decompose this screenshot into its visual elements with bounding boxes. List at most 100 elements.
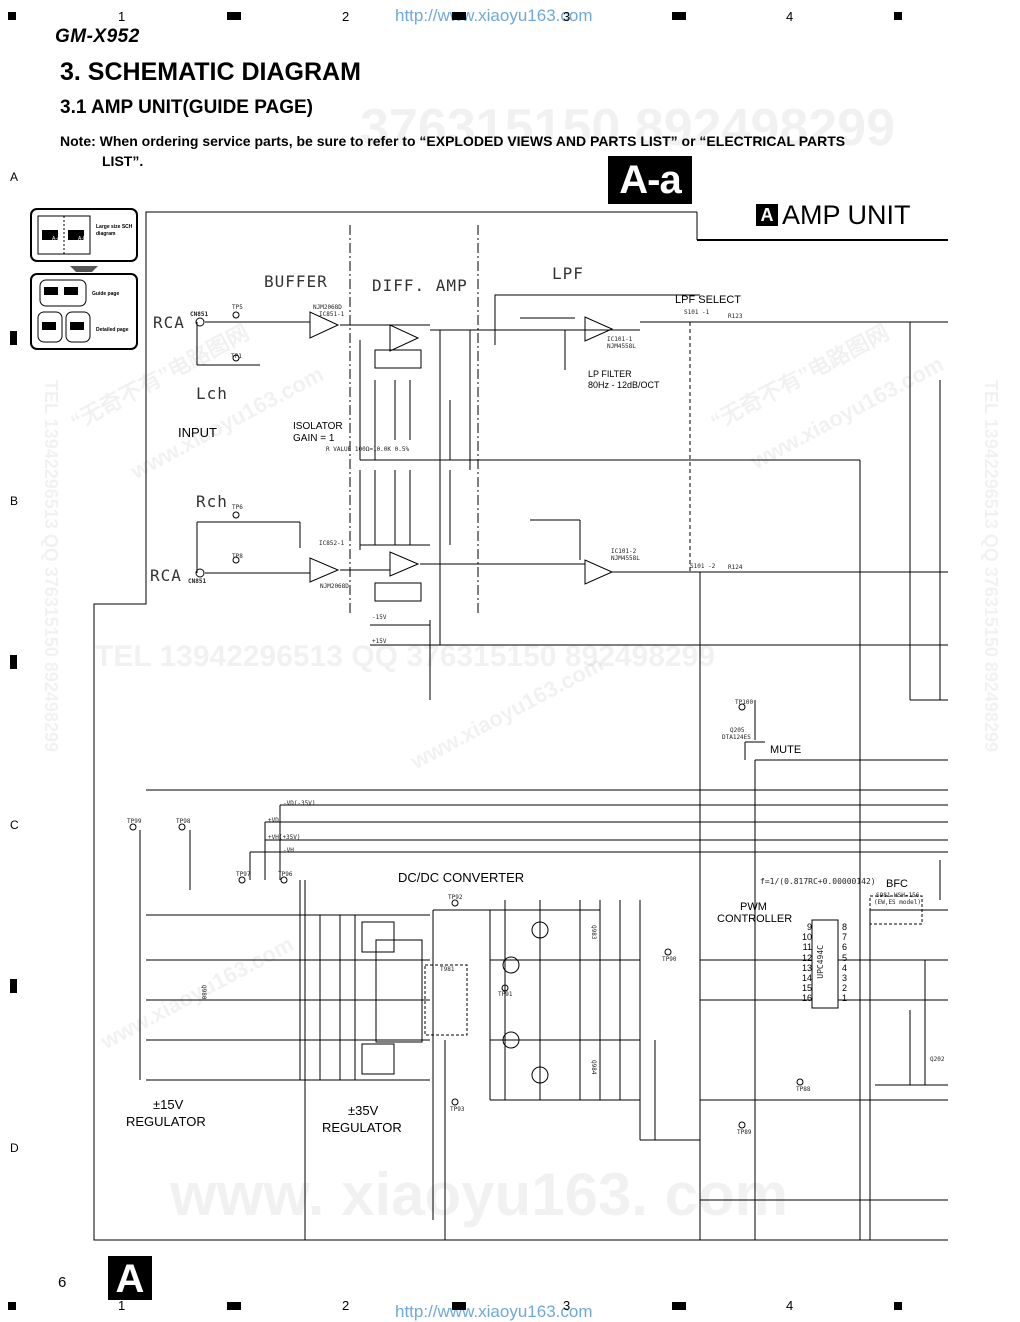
watermark: www. xiaoyu163. com bbox=[170, 1161, 789, 1228]
top-url[interactable]: http://www.xiaoyu163.com bbox=[395, 6, 593, 25]
edge-marker bbox=[672, 12, 686, 20]
bfc-label: BFC bbox=[886, 878, 908, 890]
isolator-label: ISOLATOR bbox=[293, 421, 343, 432]
row-marker bbox=[10, 655, 17, 669]
test-point-label: TP96 bbox=[278, 871, 293, 878]
pwm-ic-pins-right: 8 7 6 5 4 3 2 1 bbox=[842, 922, 852, 1004]
test-point-label: TP1 bbox=[231, 353, 242, 360]
edge-marker bbox=[894, 1302, 902, 1310]
edge-marker bbox=[452, 1302, 466, 1310]
guide-legend-graphic bbox=[30, 208, 138, 350]
row-marker bbox=[10, 979, 17, 993]
pin-number: 7 bbox=[842, 932, 848, 943]
ic-label: IC851-1 bbox=[319, 311, 345, 318]
switch-label: S101 -1 bbox=[684, 309, 710, 316]
test-point-label: TP90 bbox=[662, 956, 677, 963]
transformer-label: T981 bbox=[440, 966, 455, 973]
rail-label: +VD bbox=[268, 817, 279, 824]
test-point-label: TP100 bbox=[735, 699, 754, 706]
pin-number: 4 bbox=[842, 962, 848, 973]
edge-marker bbox=[672, 1302, 686, 1310]
column-number: 2 bbox=[342, 9, 350, 24]
pin-number: 15 bbox=[801, 983, 812, 994]
row-letter: B bbox=[10, 494, 19, 508]
ic-part: NJM4558L bbox=[607, 343, 636, 350]
switch-label: S101 -2 bbox=[690, 563, 716, 570]
lpf-select-label: LPF SELECT bbox=[675, 294, 742, 306]
guide-page-label: Guide page bbox=[92, 291, 120, 297]
rail-label: +VH(+35V) bbox=[268, 834, 301, 841]
test-point-label: TP91 bbox=[498, 991, 513, 998]
unit-letter-box: A bbox=[756, 204, 778, 226]
transistor-part: DTA124ES bbox=[722, 734, 751, 741]
watermark-vertical: TEL 13942296513 QQ 376315150 892498299 bbox=[981, 380, 1001, 752]
lp-filter-label: LP FILTER bbox=[588, 369, 632, 379]
ic-label: IC101-1 bbox=[607, 336, 633, 343]
row-letter: D bbox=[10, 1141, 19, 1155]
pin-number: 11 bbox=[802, 942, 812, 953]
row-letter: A bbox=[10, 170, 19, 184]
pwm-ic-pins-left: 9 10 11 12 13 14 15 16 bbox=[798, 922, 812, 1004]
pin-number: 6 bbox=[842, 942, 848, 953]
column-number: 3 bbox=[563, 1298, 571, 1313]
transistor-label: Q980 bbox=[200, 985, 207, 1000]
switch-note: (EW,ES model) bbox=[874, 899, 921, 906]
test-point-label: TP97 bbox=[236, 871, 251, 878]
dcdc-converter-label: DC/DC CONVERTER bbox=[398, 870, 525, 885]
input-label: INPUT bbox=[178, 425, 217, 440]
transistor-label: Q983 bbox=[590, 925, 597, 940]
regulator-15-label: REGULATOR bbox=[126, 1114, 206, 1129]
watermark: 376315150 892498299 bbox=[360, 99, 896, 157]
controller-label: CONTROLLER bbox=[717, 913, 793, 925]
edge-marker bbox=[8, 1302, 16, 1310]
switch-label: S981 HSH-156 bbox=[876, 892, 920, 899]
sheet-badge: A-a bbox=[608, 156, 692, 204]
ic-part: NJM4558L bbox=[611, 555, 640, 562]
lch-label: Lch bbox=[196, 384, 228, 403]
diff-amp-label: DIFF. AMP bbox=[372, 276, 468, 295]
rail-label: -VD(-35V) bbox=[283, 800, 316, 807]
guide-large-label: Large size SCH diagram bbox=[96, 224, 133, 237]
transistor-label: Q205 bbox=[730, 727, 745, 734]
test-point-label: TP93 bbox=[450, 1106, 465, 1113]
transistor-label: Q202 bbox=[930, 1056, 945, 1063]
row-marker bbox=[10, 331, 17, 345]
test-point-label: TP99 bbox=[127, 818, 142, 825]
resistor-label: R123 bbox=[728, 313, 743, 320]
connector-label: CN851 bbox=[188, 578, 207, 585]
watermark-vertical: TEL 13942296513 QQ 376315150 892498299 bbox=[41, 380, 61, 752]
rca-label: RCA bbox=[153, 313, 185, 332]
bfc-formula: f=1/(0.817RC+0.00000142) bbox=[760, 877, 876, 886]
edge-marker bbox=[452, 12, 466, 20]
watermark: TEL 13942296513 QQ 376315150 892498299 bbox=[95, 640, 715, 673]
lpf-label: LPF bbox=[552, 264, 584, 283]
guide-cell: A-b bbox=[78, 236, 86, 242]
test-point-label: TP89 bbox=[737, 1129, 752, 1136]
lp-filter-spec: 80Hz - 12dB/OCT bbox=[588, 380, 660, 390]
pwm-label: PWM bbox=[740, 901, 767, 913]
resistor-label: R124 bbox=[728, 564, 743, 571]
rail-label: -15V bbox=[372, 614, 387, 621]
unit-badge: A bbox=[108, 1256, 152, 1301]
ic-part: NJM2068D bbox=[320, 583, 349, 590]
column-number: 4 bbox=[786, 1298, 794, 1313]
pin-number: 13 bbox=[801, 962, 812, 973]
column-number: 1 bbox=[118, 9, 126, 24]
ic-label: IC852-1 bbox=[319, 540, 345, 547]
bottom-url[interactable]: http://www.xiaoyu163.com bbox=[395, 1302, 593, 1321]
detailed-page-label: Detailed page bbox=[96, 327, 129, 333]
connector-label: CN851 bbox=[190, 311, 209, 318]
edge-marker bbox=[894, 12, 902, 20]
column-number: 3 bbox=[563, 9, 571, 24]
note-line: LIST”. bbox=[102, 153, 144, 169]
test-point-label: TP8 bbox=[232, 553, 243, 560]
pin-number: 12 bbox=[801, 952, 812, 963]
regulator-15-voltage: ±15V bbox=[153, 1097, 184, 1112]
pin-number: 9 bbox=[806, 922, 812, 932]
parts-note: Note: When ordering service parts, be su… bbox=[60, 131, 920, 171]
ic-label: IC101-2 bbox=[611, 548, 637, 555]
section-title: 3. SCHEMATIC DIAGRAM bbox=[60, 58, 361, 86]
ic-part: NJM2068D bbox=[313, 304, 342, 311]
